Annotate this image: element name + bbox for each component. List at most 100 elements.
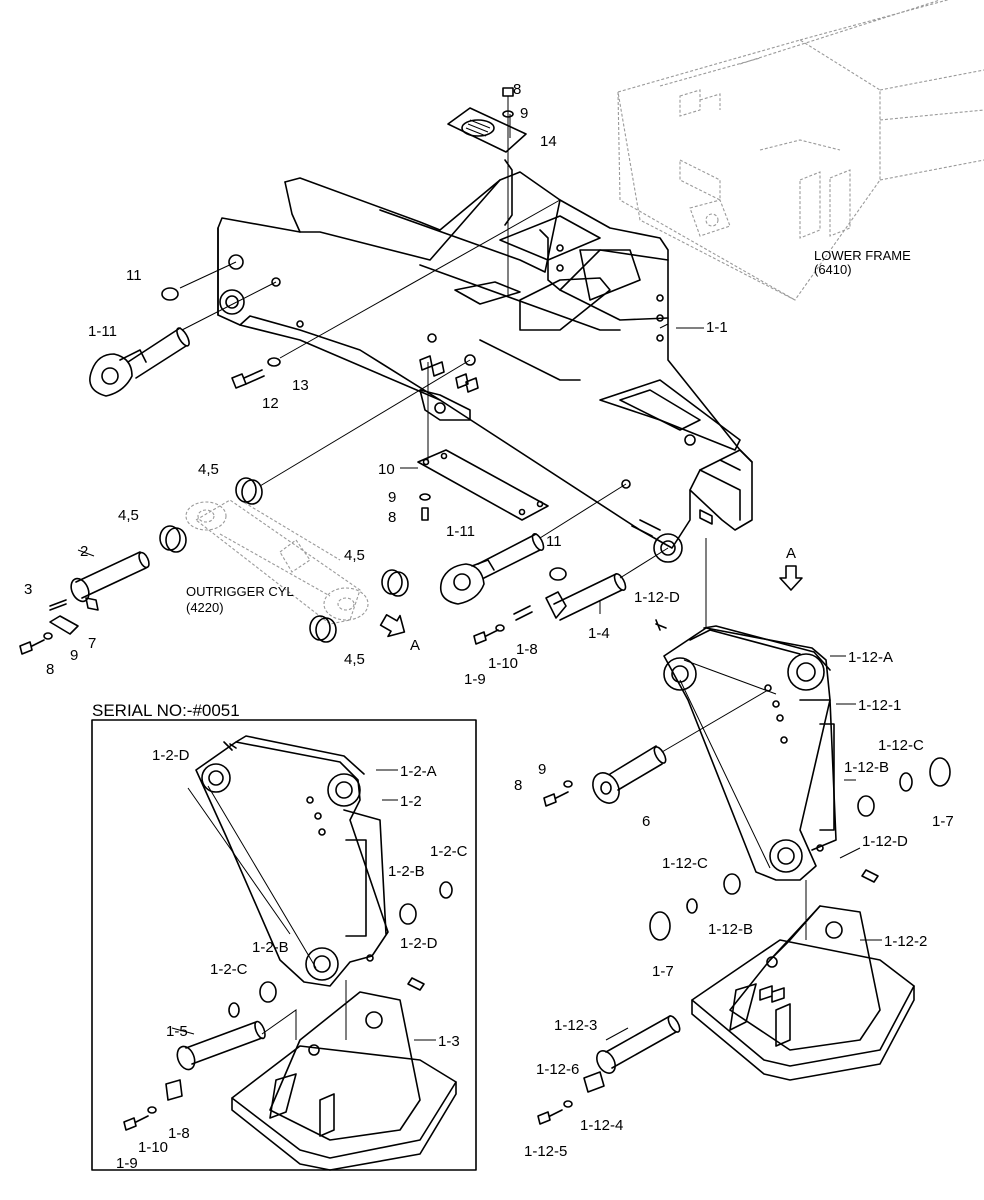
callout-1-12-3: 1-12-3 (554, 1017, 597, 1034)
callout-8-top: 8 (513, 81, 521, 98)
bushing-1-12-b-middle (723, 873, 741, 895)
callout-1-12-a: 1-12-A (848, 649, 893, 666)
callout-1-2-c-right: 1-2-C (430, 843, 468, 860)
callout-1-9: 1-9 (464, 671, 486, 688)
callout-4-5-b: 4,5 (118, 507, 139, 524)
callout-6: 6 (642, 813, 650, 830)
callout-1-5: 1-5 (166, 1023, 188, 1040)
outrigger-cyl-name: OUTRIGGER CYL (186, 584, 294, 599)
pin-1-11-middle (439, 533, 545, 605)
callout-1-2-b-mid: 1-2-B (252, 939, 289, 956)
callout-2: 2 (80, 543, 88, 560)
bushing-1-2-b-right (399, 903, 417, 925)
outrigger-box-1-1 (217, 159, 753, 563)
callout-1-12-4: 1-12-4 (580, 1117, 623, 1134)
callout-9-mid: 9 (388, 489, 396, 506)
callout-leaders (77, 323, 882, 1041)
lower-frame-name: LOWER FRAME (814, 248, 911, 263)
ring-1-12-c-middle (686, 898, 698, 914)
callout-9-top: 9 (520, 105, 528, 122)
callout-1-8: 1-8 (516, 641, 538, 658)
lower-frame-code: (6410) (814, 262, 852, 277)
callout-1-2-d-top: 1-2-D (152, 747, 190, 764)
arrow-a-label-right: A (786, 545, 796, 562)
serial-title: SERIAL NO:-#0051 (92, 701, 240, 720)
callout-1-8-box: 1-8 (168, 1125, 190, 1142)
callout-1-4: 1-4 (588, 625, 610, 642)
callout-1-2: 1-2 (400, 793, 422, 810)
pin-1-11-left (89, 327, 190, 397)
bracket-plate-10 (417, 362, 549, 521)
callout-1-2-a: 1-2-A (400, 763, 437, 780)
callout-11-left: 11 (126, 267, 142, 284)
outrigger-cylinder (185, 499, 369, 625)
bolt-12 (231, 369, 265, 389)
callout-1-10: 1-10 (488, 655, 518, 672)
ring-1-7-right (929, 757, 951, 787)
callout-7: 7 (88, 635, 96, 652)
bushing-1-12-b-right (857, 795, 875, 817)
serial-box (91, 719, 477, 1171)
callout-1-2-b-right: 1-2-B (388, 863, 425, 880)
leader-lines (179, 261, 277, 331)
pin-1-4 (473, 547, 669, 645)
washer-13 (267, 357, 281, 367)
callout-1-2-d-bottom: 1-2-D (400, 935, 438, 952)
pin-1-5 (123, 1009, 297, 1131)
shoe-1-3 (231, 980, 457, 1171)
callout-8-mid: 8 (388, 509, 396, 526)
ring-1-12-c-right (899, 772, 913, 792)
callout-9-left: 9 (70, 647, 78, 664)
callout-1-11-mid: 1-11 (446, 523, 475, 540)
callout-10: 10 (378, 461, 395, 478)
ring-1-2-c-middle (228, 1002, 240, 1018)
callout-1-12-c-right: 1-12-C (878, 737, 924, 754)
callout-4-5-d: 4,5 (344, 651, 365, 668)
cover-plate-14 (447, 87, 527, 296)
arrow-a-label-main: A (410, 637, 420, 654)
callout-1-12-5: 1-12-5 (524, 1143, 567, 1160)
callout-1-12-b-right: 1-12-B (844, 759, 889, 776)
callout-1-7-mid: 1-7 (652, 963, 674, 980)
callout-4-5-a: 4,5 (198, 461, 219, 478)
callout-1-3: 1-3 (438, 1033, 460, 1050)
leg-assembly-1-12 (655, 538, 879, 883)
callout-1-12-1: 1-12-1 (858, 697, 901, 714)
callout-13: 13 (292, 377, 309, 394)
callout-1-12-c-mid: 1-12-C (662, 855, 708, 872)
callout-14: 14 (540, 133, 557, 150)
callout-9-right: 9 (538, 761, 546, 778)
callout-1-12-d-top: 1-12-D (634, 589, 680, 606)
snap-ring-11-left (161, 287, 179, 301)
callout-4-5-c: 4,5 (344, 547, 365, 564)
callout-8-left: 8 (46, 661, 54, 678)
pin-6 (543, 689, 769, 807)
callout-1-9-box: 1-9 (116, 1155, 138, 1172)
view-arrow-a-main (379, 614, 406, 638)
callout-1-12-d-right: 1-12-D (862, 833, 908, 850)
callout-3: 3 (24, 581, 32, 598)
ring-1-7-middle (649, 911, 671, 941)
callout-1-12-2: 1-12-2 (884, 933, 927, 950)
shoe-1-12-2 (691, 880, 915, 1081)
callout-1-2-c-mid: 1-2-C (210, 961, 248, 978)
ring-1-2-c-right (439, 881, 453, 899)
pin-1-12-3 (537, 1015, 681, 1125)
callout-1-1: 1-1 (706, 319, 728, 336)
outrigger-cyl-code: (4220) (186, 600, 224, 615)
callout-12: 12 (262, 395, 279, 412)
callout-1-12-6: 1-12-6 (536, 1061, 579, 1078)
leg-assembly-1-2 (187, 735, 425, 991)
callout-11-mid: 11 (546, 533, 562, 550)
callout-1-10-box: 1-10 (138, 1139, 168, 1156)
callout-1-12-b-mid: 1-12-B (708, 921, 753, 938)
snap-ring-11-middle (549, 567, 567, 581)
callout-8-right: 8 (514, 777, 522, 794)
pin-2 (19, 551, 150, 655)
callout-1-7-right: 1-7 (932, 813, 954, 830)
lower-frame-ghost (617, 0, 984, 301)
bushing-1-2-b-middle (259, 981, 277, 1003)
callout-1-11-left: 1-11 (88, 323, 117, 340)
